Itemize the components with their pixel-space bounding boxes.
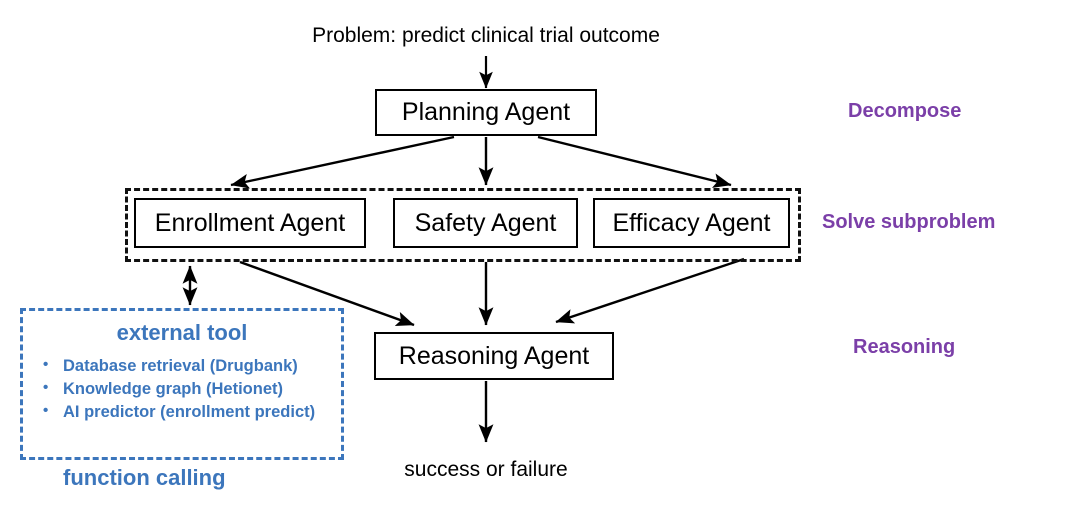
outcome-text: success or failure [404,458,568,481]
list-item: Knowledge graph (Hetionet) [37,378,333,401]
stage-label-reasoning: Reasoning [853,336,956,358]
external-tool-panel: external tool Database retrieval (Drugba… [20,308,344,460]
subagent-group-container [125,188,801,262]
safety-agent-box[interactable]: Safety Agent [393,198,578,248]
stage-label-solve-subproblem: Solve subproblem [822,211,996,233]
list-item: Database retrieval (Drugbank) [37,355,333,378]
problem-statement: Problem: predict clinical trial outcome [312,24,660,47]
external-tool-list: Database retrieval (Drugbank) Knowledge … [37,355,333,423]
enrollment-agent-box[interactable]: Enrollment Agent [134,198,366,248]
planning-agent-box[interactable]: Planning Agent [375,89,597,136]
arrow-planning-to-enrollment [230,135,455,189]
efficacy-agent-box[interactable]: Efficacy Agent [593,198,790,248]
reasoning-agent-box[interactable]: Reasoning Agent [374,332,614,380]
stage-label-decompose: Decompose [848,100,962,122]
external-tool-title: external tool [116,320,248,345]
arrow-efficacy-to-reasoning [555,257,745,324]
arrow-planning-to-efficacy [537,135,732,188]
function-calling-caption: function calling [63,465,226,490]
list-item: AI predictor (enrollment predict) [37,401,333,424]
